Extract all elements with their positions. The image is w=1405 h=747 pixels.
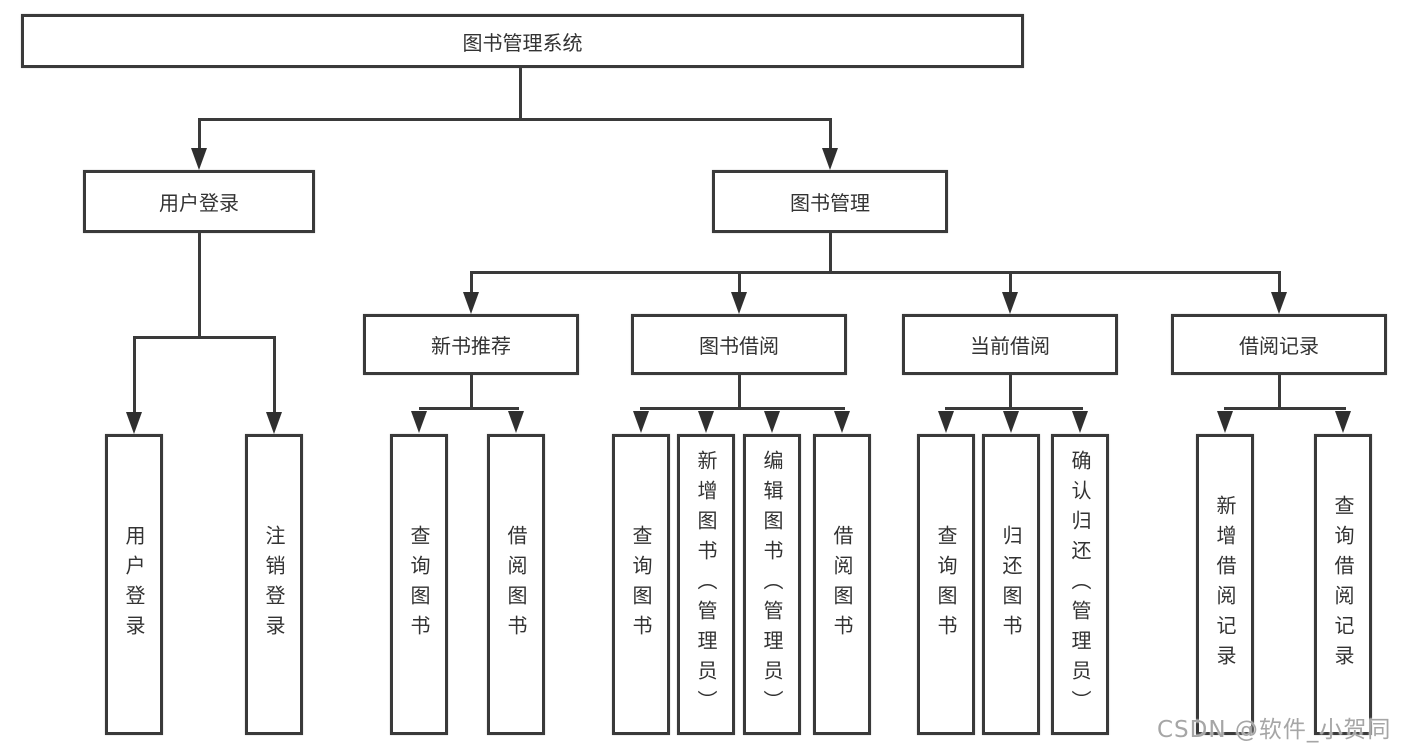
arrowhead-current-borrow: [1002, 292, 1018, 314]
leaf-box-borrow-books-1: 借阅图书: [487, 434, 545, 735]
leaf-box-query-borrow-record: 查询借阅记录: [1314, 434, 1372, 735]
connector-records-bar: [1224, 407, 1346, 410]
leaf-label: 查询图书: [629, 524, 653, 645]
box-user-login: 用户登录: [83, 170, 315, 233]
box-borrow-records: 借阅记录: [1171, 314, 1387, 375]
arrowhead-query-books-3: [938, 411, 954, 433]
box-borrow-records-label: 借阅记录: [1239, 334, 1319, 358]
leaf-box-query-books-1: 查询图书: [390, 434, 448, 735]
connector-currentborrow-bar: [945, 407, 1083, 410]
arrowhead-leaf-logout: [266, 412, 282, 434]
leaf-label: 借阅图书: [504, 524, 528, 645]
connector-bookborrow-bar: [640, 407, 845, 410]
root-box-library-system: 图书管理系统: [21, 14, 1024, 68]
leaf-label: 查询借阅记录: [1331, 494, 1355, 675]
arrowhead-borrow-books-1: [508, 411, 524, 433]
box-book-management: 图书管理: [712, 170, 948, 233]
root-box-label: 图书管理系统: [462, 30, 583, 55]
connector-stem-book-management: [829, 118, 832, 150]
box-new-book-recommend-label: 新书推荐: [431, 334, 511, 358]
arrowhead-borrow-books-2: [834, 411, 850, 433]
leaf-box-confirm-return-admin: 确认归还（管理员）: [1051, 434, 1109, 735]
connector-stem-book-borrow: [738, 271, 741, 294]
leaf-box-borrow-books-2: 借阅图书: [813, 434, 871, 735]
leaf-label: 归还图书: [999, 524, 1023, 645]
leaf-label: 新增图书（管理员）: [694, 449, 718, 720]
connector-stem-leaf-logout: [273, 336, 276, 414]
leaf-label: 借阅图书: [830, 524, 854, 645]
box-current-borrowing: 当前借阅: [902, 314, 1118, 375]
leaf-label: 编辑图书（管理员）: [760, 449, 784, 720]
connector-root-drop: [519, 68, 522, 121]
connector-level3-bar: [470, 271, 1281, 274]
leaf-box-logout: 注销登录: [245, 434, 303, 735]
leaf-label: 注销登录: [262, 524, 286, 645]
leaf-box-return-books: 归还图书: [982, 434, 1040, 735]
box-book-management-label: 图书管理: [790, 191, 870, 215]
leaf-box-user-login: 用户登录: [105, 434, 163, 735]
arrowhead-return-books: [1003, 411, 1019, 433]
connector-currentborrow-drop: [1009, 375, 1012, 410]
leaf-label: 确认归还（管理员）: [1068, 449, 1092, 720]
leaf-box-add-books-admin: 新增图书（管理员）: [677, 434, 735, 735]
arrowhead-confirm-return: [1072, 411, 1088, 433]
arrowhead-query-record: [1335, 411, 1351, 433]
box-book-borrowing: 图书借阅: [631, 314, 847, 375]
arrowhead-borrow-records: [1271, 292, 1287, 314]
connector-bookborrow-drop: [738, 375, 741, 410]
leaf-label: 新增借阅记录: [1213, 494, 1237, 675]
arrowhead-book-borrow: [731, 292, 747, 314]
connector-stem-leaf-login: [133, 336, 136, 414]
leaf-label: 用户登录: [122, 524, 146, 645]
connector-bookmgmt-drop: [829, 233, 832, 274]
connector-userlogin-bar: [133, 336, 276, 339]
leaf-box-add-borrow-record: 新增借阅记录: [1196, 434, 1254, 735]
box-user-login-label: 用户登录: [159, 191, 239, 215]
connector-newbooks-bar: [419, 407, 519, 410]
connector-userlogin-drop: [198, 233, 201, 339]
arrowhead-query-books-1: [411, 411, 427, 433]
connector-stem-new-books: [470, 271, 473, 294]
arrowhead-new-books: [463, 292, 479, 314]
arrowhead-book-management: [822, 148, 838, 170]
box-current-borrowing-label: 当前借阅: [970, 334, 1050, 358]
connector-newbooks-drop: [470, 375, 473, 410]
arrowhead-user-login: [191, 148, 207, 170]
connector-stem-borrow-records: [1278, 271, 1281, 294]
csdn-watermark: CSDN @软件_小贺同学: [1157, 717, 1392, 743]
leaf-box-query-books-3: 查询图书: [917, 434, 975, 735]
leaf-box-query-books-2: 查询图书: [612, 434, 670, 735]
arrowhead-edit-books: [764, 411, 780, 433]
box-book-borrowing-label: 图书借阅: [699, 334, 779, 358]
connector-stem-current-borrow: [1009, 271, 1012, 294]
connector-stem-user-login: [198, 118, 201, 150]
leaf-box-edit-books-admin: 编辑图书（管理员）: [743, 434, 801, 735]
arrowhead-query-books-2: [633, 411, 649, 433]
arrowhead-leaf-login: [126, 412, 142, 434]
box-new-book-recommend: 新书推荐: [363, 314, 579, 375]
leaf-label: 查询图书: [934, 524, 958, 645]
arrowhead-add-record: [1217, 411, 1233, 433]
leaf-label: 查询图书: [407, 524, 431, 645]
connector-level2-bar: [198, 118, 832, 121]
connector-records-drop: [1278, 375, 1281, 410]
arrowhead-add-books: [698, 411, 714, 433]
